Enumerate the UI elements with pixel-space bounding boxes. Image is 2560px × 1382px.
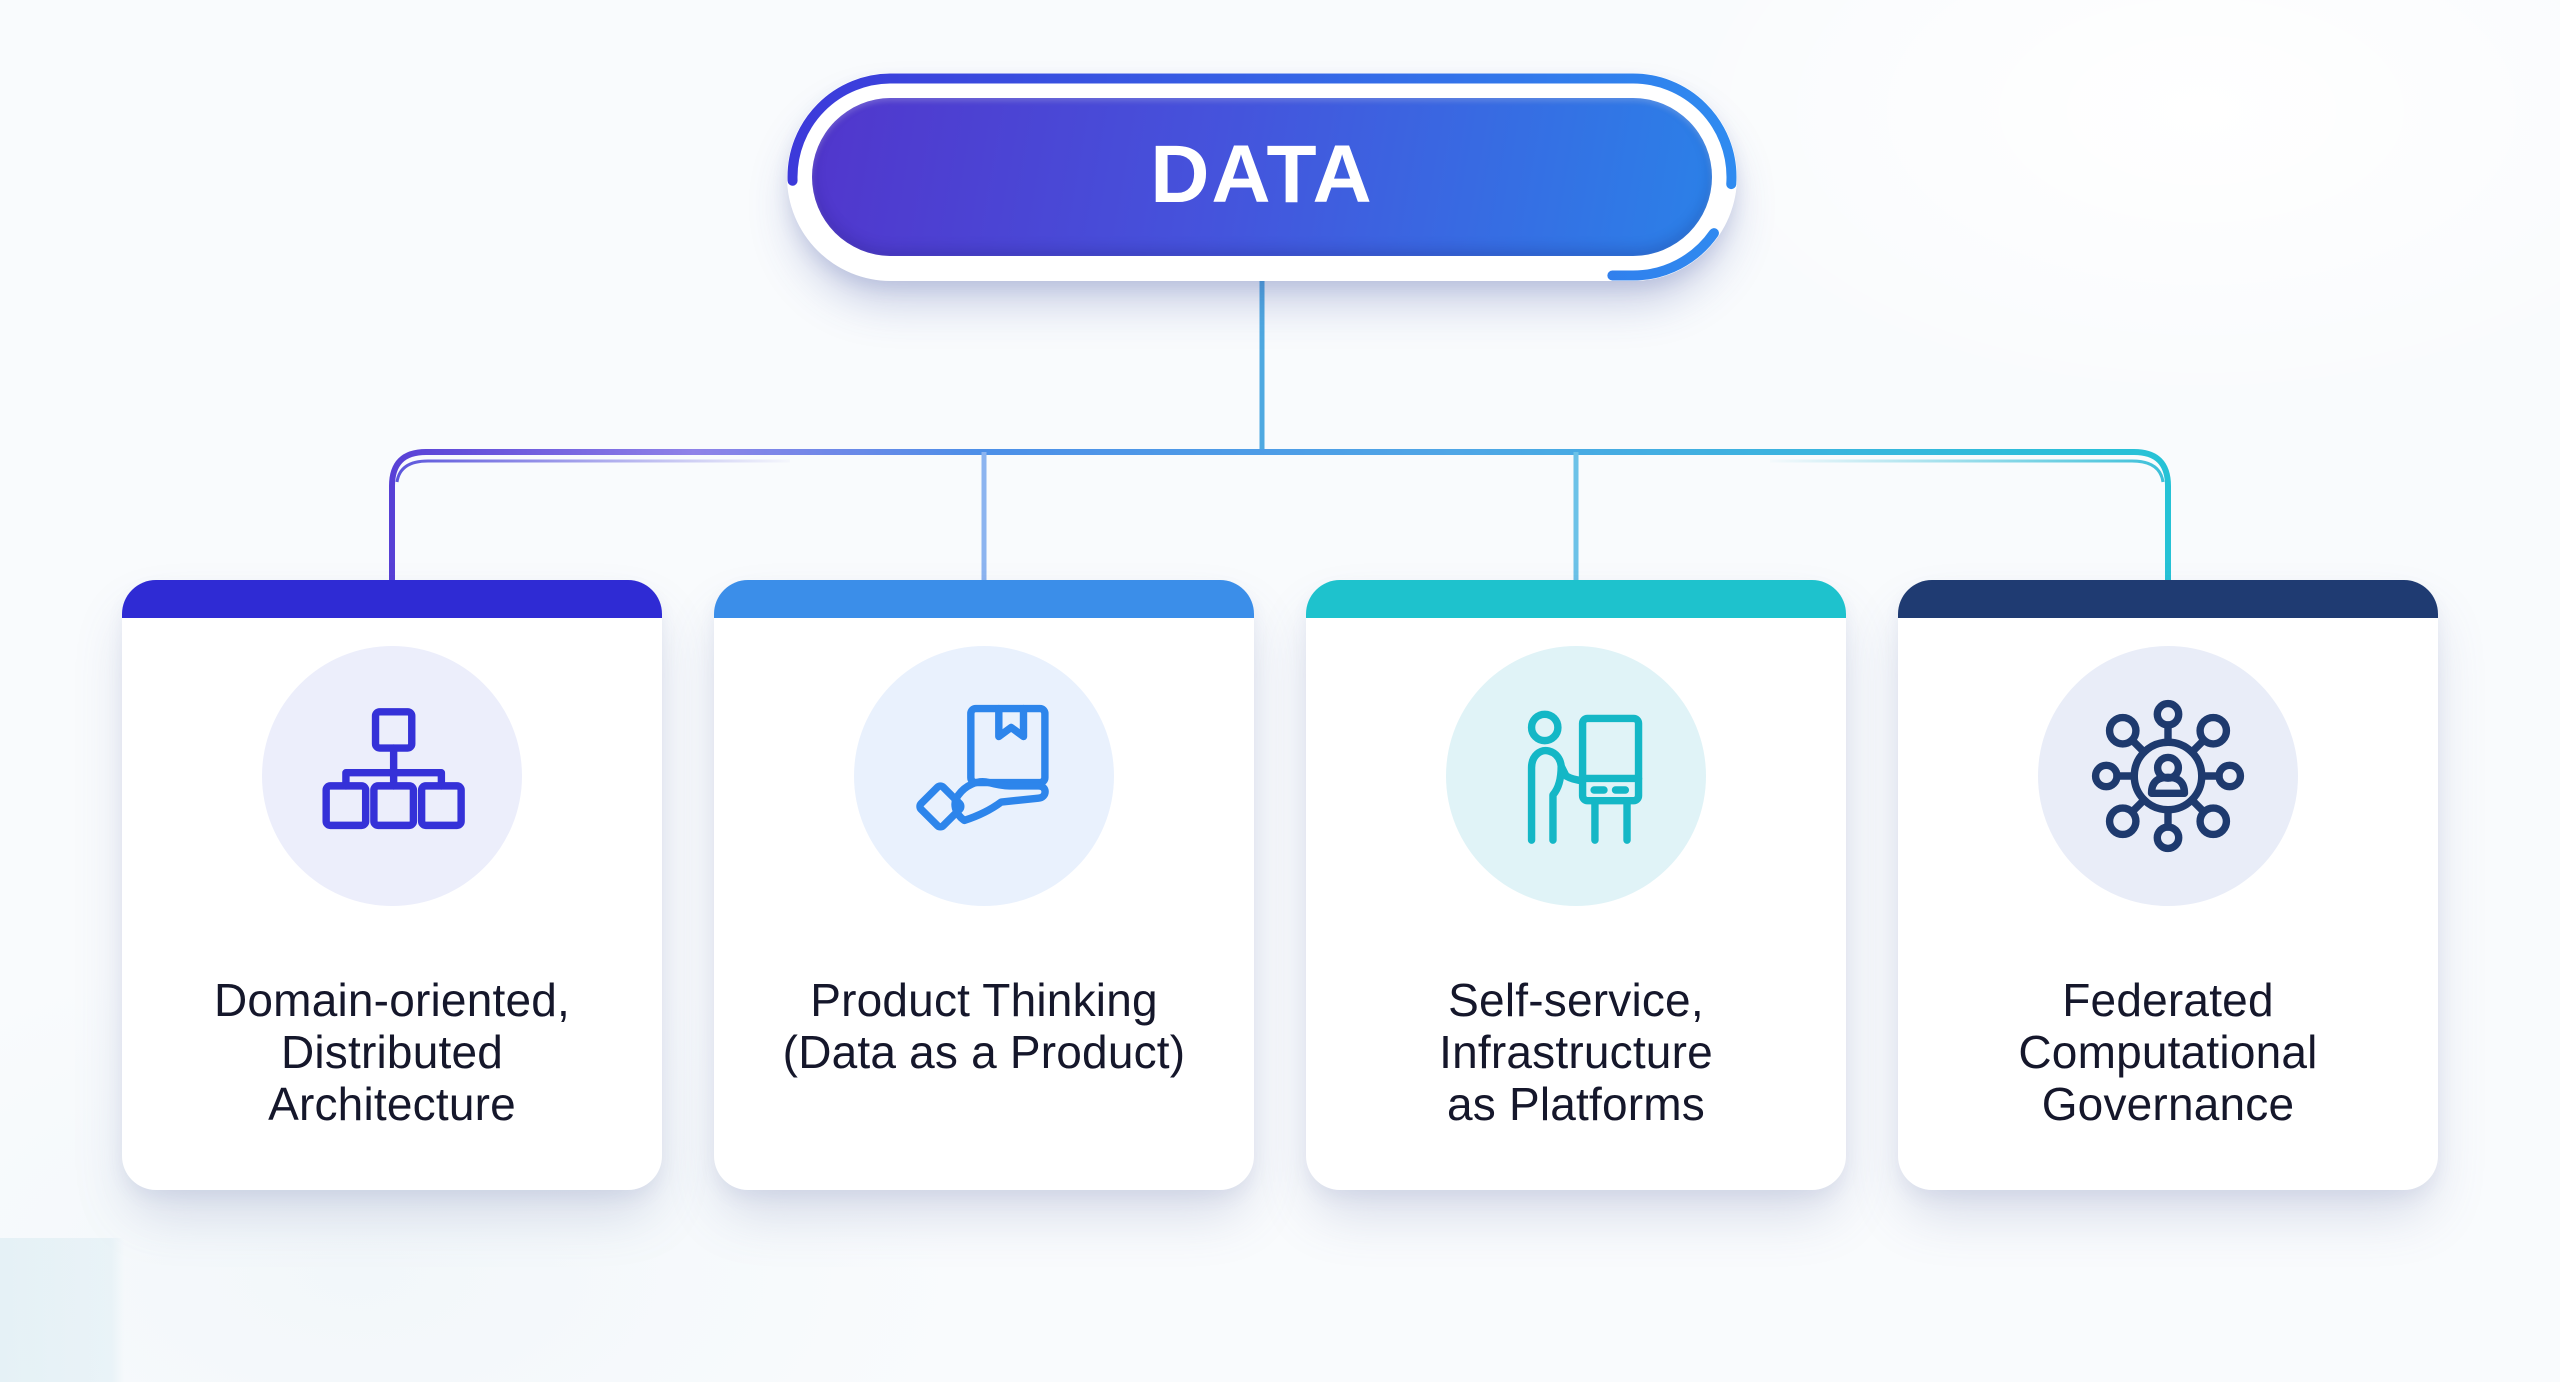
icon-circle bbox=[2038, 646, 2298, 906]
card-title-line: Self-service, bbox=[1448, 974, 1704, 1026]
card-title-line: Architecture bbox=[268, 1078, 516, 1130]
card-title-line: Computational bbox=[2018, 1026, 2318, 1078]
card-title: Federated Computational Governance bbox=[1898, 974, 2438, 1130]
card-title-line: Product Thinking bbox=[810, 974, 1158, 1026]
background-corner-patch bbox=[0, 1238, 124, 1382]
card-product-thinking: Product Thinking (Data as a Product) bbox=[714, 580, 1254, 1190]
card-title-line: (Data as a Product) bbox=[782, 1026, 1186, 1078]
sitemap-icon bbox=[322, 708, 465, 830]
branch-echo-right bbox=[1770, 459, 2165, 483]
card-title-line: Federated bbox=[2062, 974, 2274, 1026]
card-title: Product Thinking (Data as a Product) bbox=[714, 974, 1254, 1078]
card-header-bar bbox=[122, 580, 662, 618]
card-title-line: Domain-oriented, bbox=[213, 974, 571, 1026]
card-title-line: Distributed bbox=[280, 1026, 504, 1078]
card-federated-computational-governance: Federated Computational Governance bbox=[1898, 580, 2438, 1190]
card-title: Self-service, Infrastructure as Platform… bbox=[1306, 974, 1846, 1130]
card-header-bar bbox=[1898, 580, 2438, 618]
card-header-bar bbox=[1306, 580, 1846, 618]
root-node-body: DATA bbox=[812, 98, 1712, 256]
root-node: DATA bbox=[787, 73, 1737, 281]
card-self-service-infrastructure: Self-service, Infrastructure as Platform… bbox=[1306, 580, 1846, 1190]
card-title-line: as Platforms bbox=[1446, 1078, 1706, 1130]
product-box-hand-icon bbox=[916, 704, 1049, 831]
card-title: Domain-oriented, Distributed Architectur… bbox=[122, 974, 662, 1130]
card-domain-oriented-distributed-architecture: Domain-oriented, Distributed Architectur… bbox=[122, 580, 662, 1190]
card-header-bar bbox=[714, 580, 1254, 618]
branch-echo-left bbox=[395, 459, 790, 483]
network-person-icon bbox=[2091, 699, 2245, 853]
branch-line bbox=[389, 449, 2171, 584]
icon-circle bbox=[854, 646, 1114, 906]
root-node-ring bbox=[787, 73, 1737, 281]
card-title-line: Governance bbox=[2041, 1078, 2295, 1130]
icon-circle bbox=[1446, 646, 1706, 906]
icon-circle bbox=[262, 646, 522, 906]
root-node-label: DATA bbox=[1150, 129, 1374, 220]
card-title-line: Infrastructure bbox=[1439, 1026, 1713, 1078]
person-kiosk-icon bbox=[1527, 710, 1643, 844]
